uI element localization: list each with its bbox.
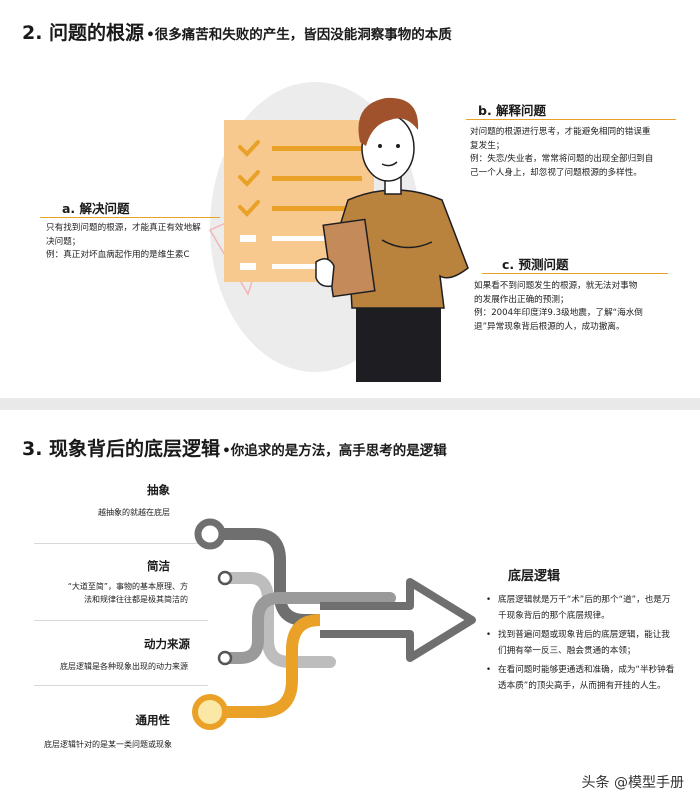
arrow-head: [320, 578, 476, 662]
item-desc-line: “大道至简”，事物的基本原理、方: [67, 582, 188, 591]
item-divider: [34, 620, 208, 621]
item-divider: [34, 543, 208, 544]
card-a-line: 决问题；: [46, 236, 81, 247]
card-b-body: 对问题的根源进行思考，才能避免相同的错误重 复发生； 例：失恋/失业者，常常将问…: [470, 126, 684, 180]
item-desc-simple: “大道至简”，事物的基本原理、方 法和规律往往都是极其简洁的: [8, 580, 188, 606]
card-c-title: c. 预测问题: [502, 257, 569, 272]
section-underlying-logic: 3. 现象背后的底层逻辑•你追求的是方法，高手思考的是逻辑 抽象 越抽象的就越在…: [0, 410, 700, 802]
card-b-line: 己一个人身上，却忽视了问题根源的多样性。: [470, 167, 642, 178]
card-c-rule: [482, 273, 668, 274]
logic-point: 在看问题时能够更通透和准确，成为“半秒钟看透本质”的顶尖高手，从而拥有开挂的人生…: [486, 662, 678, 694]
item-desc-line: 法和规律往往都是极其简洁的: [84, 595, 188, 604]
card-b-line: 复发生；: [470, 140, 505, 151]
logic-points: 底层逻辑就是万千“术”后的那个“道”，也是万千现象背后的那个底层规律。 找到普遍…: [486, 592, 678, 697]
logic-point: 找到普遍问题或现象背后的底层逻辑，能让我们拥有举一反三、融会贯通的本领；: [486, 627, 678, 659]
card-b-line: 例：失恋/失业者，常常将问题的出现全部归到自: [470, 154, 654, 164]
item-title-simple: 简洁: [147, 559, 170, 573]
card-c-line: 如果看不到问题发生的根源，就无法对事物: [474, 281, 638, 291]
heading-subtitle: •你追求的是方法，高手思考的是逻辑: [222, 443, 447, 459]
item-title-universal: 通用性: [135, 713, 171, 727]
card-b-rule: [466, 119, 676, 120]
heading-number: 2. 问题的根源: [22, 22, 145, 44]
item-desc-line: 越抽象的就越在底层: [98, 508, 170, 517]
item-desc-line: 底层逻辑是各种现象出现的动力来源: [60, 662, 188, 671]
item-desc-driver: 底层逻辑是各种现象出现的动力来源: [0, 660, 188, 673]
person-checklist-illustration: [208, 82, 469, 382]
item-title-driver: 动力来源: [144, 637, 190, 651]
card-b-line: 对问题的根源进行思考，才能避免相同的错误重: [470, 127, 651, 137]
section-heading: 2. 问题的根源•很多痛苦和失败的产生，皆因没能洞察事物的本质: [22, 18, 452, 45]
card-a-line: 只有找到问题的根源，才能真正有效地解: [46, 223, 201, 233]
item-title-abstract: 抽象: [147, 483, 170, 497]
item-divider: [34, 685, 208, 686]
node-simple: [217, 570, 233, 586]
heading-subtitle: •很多痛苦和失败的产生，皆因没能洞察事物的本质: [146, 27, 452, 43]
card-b-title: b. 解释问题: [478, 103, 547, 118]
path-driver: [219, 592, 396, 664]
card-c-body: 如果看不到问题发生的根源，就无法对事物 的发展作出正确的预测； 例：2004年印…: [474, 280, 684, 334]
path-simple: [219, 572, 336, 668]
node-universal: [192, 694, 228, 730]
item-desc-line: 底层逻辑针对的是某一类问题或现象: [44, 740, 172, 749]
node-abstract: [194, 518, 226, 550]
item-desc-abstract: 越抽象的就越在底层: [0, 506, 170, 519]
card-c-line: 的发展作出正确的预测；: [474, 294, 569, 305]
section-problem-root: 2. 问题的根源•很多痛苦和失败的产生，皆因没能洞察事物的本质: [0, 0, 700, 398]
node-driver: [217, 650, 233, 666]
item-desc-universal: 底层逻辑针对的是某一类问题或现象: [0, 738, 172, 751]
card-a-line: 例：真正对坏血病起作用的是维生素C: [46, 250, 190, 260]
card-a-rule: [40, 217, 220, 218]
converging-arrow-diagram: [192, 518, 476, 730]
heading-number: 3. 现象背后的底层逻辑: [22, 438, 221, 460]
section-divider: [0, 398, 700, 410]
card-a-body: 只有找到问题的根源，才能真正有效地解 决问题； 例：真正对坏血病起作用的是维生素…: [46, 222, 216, 263]
path-abstract: [204, 528, 396, 626]
section-heading: 3. 现象背后的底层逻辑•你追求的是方法，高手思考的是逻辑: [22, 434, 447, 461]
logic-point: 底层逻辑就是万千“术”后的那个“道”，也是万千现象背后的那个底层规律。: [486, 592, 678, 624]
card-a-title: a. 解决问题: [62, 201, 130, 216]
watermark: 头条 @模型手册: [581, 775, 684, 791]
path-universal: [204, 614, 326, 718]
card-c-line: 退”异常现象背后根源的人，成功撤离。: [474, 321, 625, 332]
logic-title: 底层逻辑: [508, 569, 561, 584]
card-c-line: 例：2004年印度洋9.3级地震，了解“海水倒: [474, 308, 643, 318]
